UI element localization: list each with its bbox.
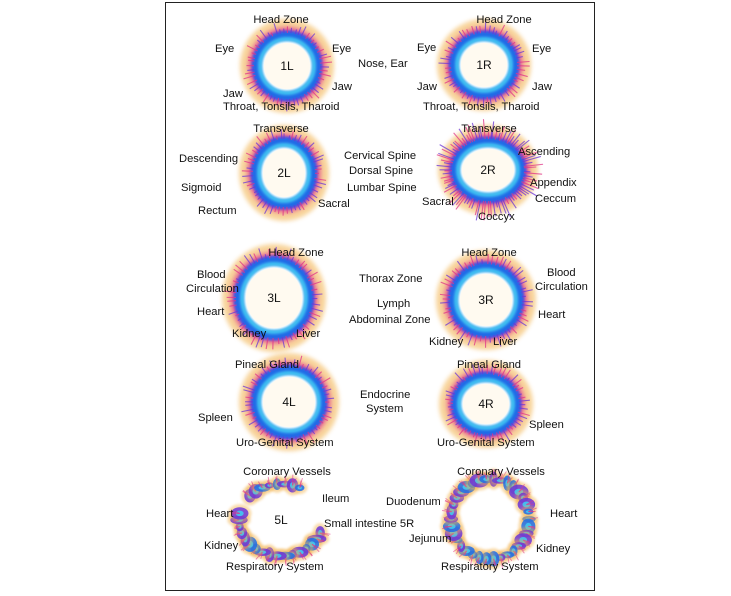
label-appendix: Appendix (530, 177, 577, 189)
iris-ring-2l: 2L (239, 125, 329, 221)
label-kidney-5r: Kidney (536, 543, 571, 555)
label-kidney-5l: Kidney (204, 540, 239, 552)
label-liver-3l: Liver (296, 328, 321, 340)
label-heart-3l: Heart (197, 306, 225, 318)
iris-ring-1l: 1L (240, 19, 334, 113)
label-eye-1r-right: Eye (532, 43, 552, 55)
label-rectum: Rectum (198, 205, 237, 217)
label-sacral-2l: Sacral (318, 198, 350, 210)
ring-label-1r: 1R (476, 58, 492, 72)
diagram-frame: 1L 1R 2L 2R 3L 3R 4L 4R 5L Head Zone Head Zone E… (165, 2, 595, 591)
label-transverse-2l: Transverse (253, 123, 309, 135)
ring-label-2l: 2L (277, 166, 291, 180)
label-circulation-3l: Circulation (186, 283, 239, 295)
label-eye-1l-left: Eye (215, 43, 235, 55)
label-heart-5r: Heart (550, 508, 578, 520)
label-coccyx: Coccyx (478, 211, 515, 223)
label-abdominal-zone: Abdominal Zone (349, 314, 431, 326)
label-endocrine: Endocrine (360, 389, 411, 401)
label-head-zone-1r: Head Zone (476, 14, 532, 26)
label-coronary-5l: Coronary Vessels (243, 466, 331, 478)
iris-ring-2r: 2R (436, 119, 544, 221)
label-head-zone-3r: Head Zone (461, 247, 517, 259)
label-blood-3l: Blood (197, 269, 226, 281)
label-transverse-2r: Transverse (461, 123, 517, 135)
label-dorsal-spine: Dorsal Spine (349, 165, 414, 177)
label-heart-3r: Heart (538, 309, 566, 321)
label-pineal-4r: Pineal Gland (456, 359, 522, 371)
label-respiratory-5l: Respiratory System (226, 561, 324, 573)
label-sacral-2r: Sacral (422, 196, 454, 208)
label-kidney-3r: Kidney (429, 336, 464, 348)
ring-label-3r: 3R (478, 293, 494, 307)
ring-label-2r: 2R (480, 163, 496, 177)
rings-canvas: 1L 1R 2L 2R 3L 3R 4L 4R 5L (222, 19, 544, 570)
label-ileum: Ileum (322, 493, 350, 505)
label-jejunum: Jejunum (409, 533, 452, 545)
label-head-zone-1l: Head Zone (253, 14, 309, 26)
iris-ring-3l: 3L (222, 244, 326, 352)
label-lumbar-spine: Lumbar Spine (347, 182, 417, 194)
label-lymph: Lymph (377, 298, 411, 310)
label-jaw-1r-right: Jaw (532, 81, 552, 93)
label-throat-1r: Throat, Tonsils, Tharoid (423, 101, 540, 113)
ring-label-4l: 4L (282, 395, 296, 409)
label-jaw-1l-right: Jaw (332, 81, 352, 93)
label-ceccum: Ceccum (535, 193, 577, 205)
label-jaw-1l-left: Jaw (223, 88, 243, 100)
iris-ring-5r (439, 468, 539, 570)
label-blood-3r: Blood (547, 267, 576, 279)
label-head-zone-3l: Head Zone (268, 247, 324, 259)
iris-ring-4l: 4L (239, 353, 339, 451)
label-urogenital-4l: Uro-Genital System (236, 437, 334, 449)
label-kidney-3l: Kidney (232, 328, 267, 340)
label-respiratory-5r: Respiratory System (441, 561, 539, 573)
label-circulation-3r: Circulation (535, 281, 588, 293)
label-throat-1l: Throat, Tonsils, Tharoid (223, 101, 340, 113)
label-coronary-5r: Coronary Vessels (457, 466, 545, 478)
ring-label-4r: 4R (478, 397, 494, 411)
label-duodenum: Duodenum (386, 496, 441, 508)
iris-ring-1r: 1R (437, 19, 531, 111)
label-spleen-4l: Spleen (198, 412, 233, 424)
label-urogenital-4r: Uro-Genital System (437, 437, 535, 449)
ring-label-5l: 5L (274, 513, 288, 527)
label-sigmoid: Sigmoid (181, 182, 222, 194)
label-system: System (366, 403, 404, 415)
label-spleen-4r: Spleen (529, 419, 564, 431)
label-jaw-1r-left: Jaw (417, 81, 437, 93)
label-ascending: Ascending (518, 146, 571, 158)
ring-label-3l: 3L (267, 291, 281, 305)
label-liver-3r: Liver (493, 336, 518, 348)
iris-ring-4r: 4R (439, 360, 533, 448)
iris-ring-3r: 3R (436, 250, 536, 350)
label-descending: Descending (179, 153, 239, 165)
label-pineal-4l: Pineal Gland (234, 359, 300, 371)
ring-label-1l: 1L (280, 59, 294, 73)
label-heart-5l: Heart (206, 508, 234, 520)
label-eye-1l-right: Eye (332, 43, 352, 55)
label-eye-1r-left: Eye (417, 42, 437, 54)
label-small-intestine: Small intestine 5R (324, 518, 415, 530)
label-thorax-zone: Thorax Zone (359, 273, 423, 285)
iris-ring-5l: 5L (227, 474, 331, 567)
label-cervical-spine: Cervical Spine (344, 150, 417, 162)
label-nose-ear: Nose, Ear (358, 58, 408, 70)
